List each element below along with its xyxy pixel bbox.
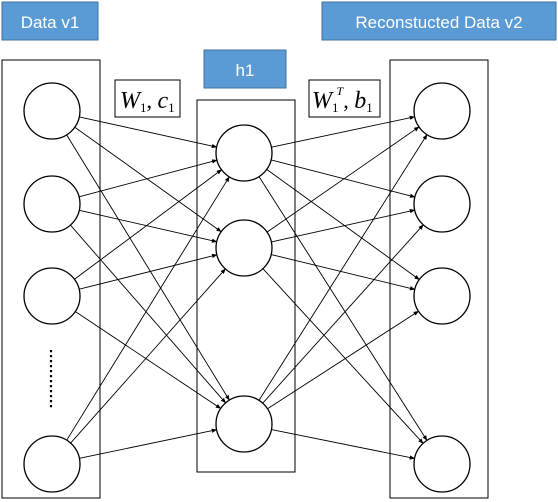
connection-arrow (266, 126, 420, 233)
connection-arrow (74, 169, 222, 280)
decoder-bias-symbol: b (354, 88, 366, 114)
encoder-weight-symbol: W (120, 88, 142, 114)
encoder-weight-subscript: 1 (140, 100, 147, 115)
nodes (23, 82, 471, 493)
hidden-node (215, 395, 273, 453)
decoder-weight-symbol: W (312, 88, 334, 114)
decoder-comma: , (343, 88, 354, 113)
connection-arrow (258, 176, 428, 441)
input-layer-box (1, 59, 101, 499)
decoder-transpose-superscript: T (337, 84, 345, 98)
connection-arrow (271, 115, 416, 148)
encoder-weights-label: W1, c1 (114, 79, 181, 118)
output-node (413, 82, 471, 140)
encoder-comma: , (147, 88, 158, 113)
connection-arrow (262, 224, 424, 404)
input-layer-header: Data v1 (1, 1, 99, 41)
encoder-bias-subscript: 1 (168, 100, 175, 115)
connection-arrow (79, 116, 218, 149)
decoder-bias-subscript: 1 (366, 100, 373, 115)
output-layer-label: Reconstucted Data v2 (355, 13, 522, 32)
connection-arrow (78, 159, 218, 198)
decoder-weight-subscript: 1 (332, 100, 339, 115)
output-layer-header: Reconstucted Data v2 (321, 1, 557, 41)
svg-text:W1T, b1: W1T, b1 (312, 84, 373, 115)
output-node (413, 267, 471, 325)
connection-arrow (271, 209, 416, 243)
connection-arrow (271, 429, 416, 460)
input-node (23, 435, 81, 493)
decoder-weights-label: W1T, b1 (308, 79, 381, 118)
connection-arrow (266, 169, 420, 280)
connection-arrow (75, 311, 222, 409)
connection-arrow (79, 253, 218, 290)
connection-arrow (267, 310, 419, 410)
hidden-layer-box (196, 99, 296, 473)
input-node (23, 82, 81, 140)
connection-arrow (262, 268, 424, 444)
hidden-node (215, 124, 273, 182)
connections (66, 115, 428, 460)
connection-arrow (79, 428, 218, 459)
output-node (413, 175, 471, 233)
svg-text:W1, c1: W1, c1 (120, 88, 175, 115)
connection-arrow (70, 268, 226, 444)
connection-arrow (74, 126, 222, 233)
hidden-layer-header: h1 (203, 49, 287, 89)
input-node (23, 267, 81, 325)
connection-arrow (258, 134, 428, 401)
output-node (413, 435, 471, 493)
connection-arrow (271, 254, 416, 291)
hidden-layer-label: h1 (236, 61, 255, 80)
input-layer-label: Data v1 (21, 13, 80, 32)
output-layer-box (389, 59, 489, 499)
connection-arrow (79, 209, 218, 243)
encoder-bias-symbol: c (158, 88, 169, 114)
hidden-node (215, 219, 273, 277)
connection-arrow (66, 134, 230, 401)
connection-arrow (271, 159, 416, 198)
input-node (23, 175, 81, 233)
connection-arrow (66, 176, 230, 441)
connection-arrow (70, 224, 226, 404)
